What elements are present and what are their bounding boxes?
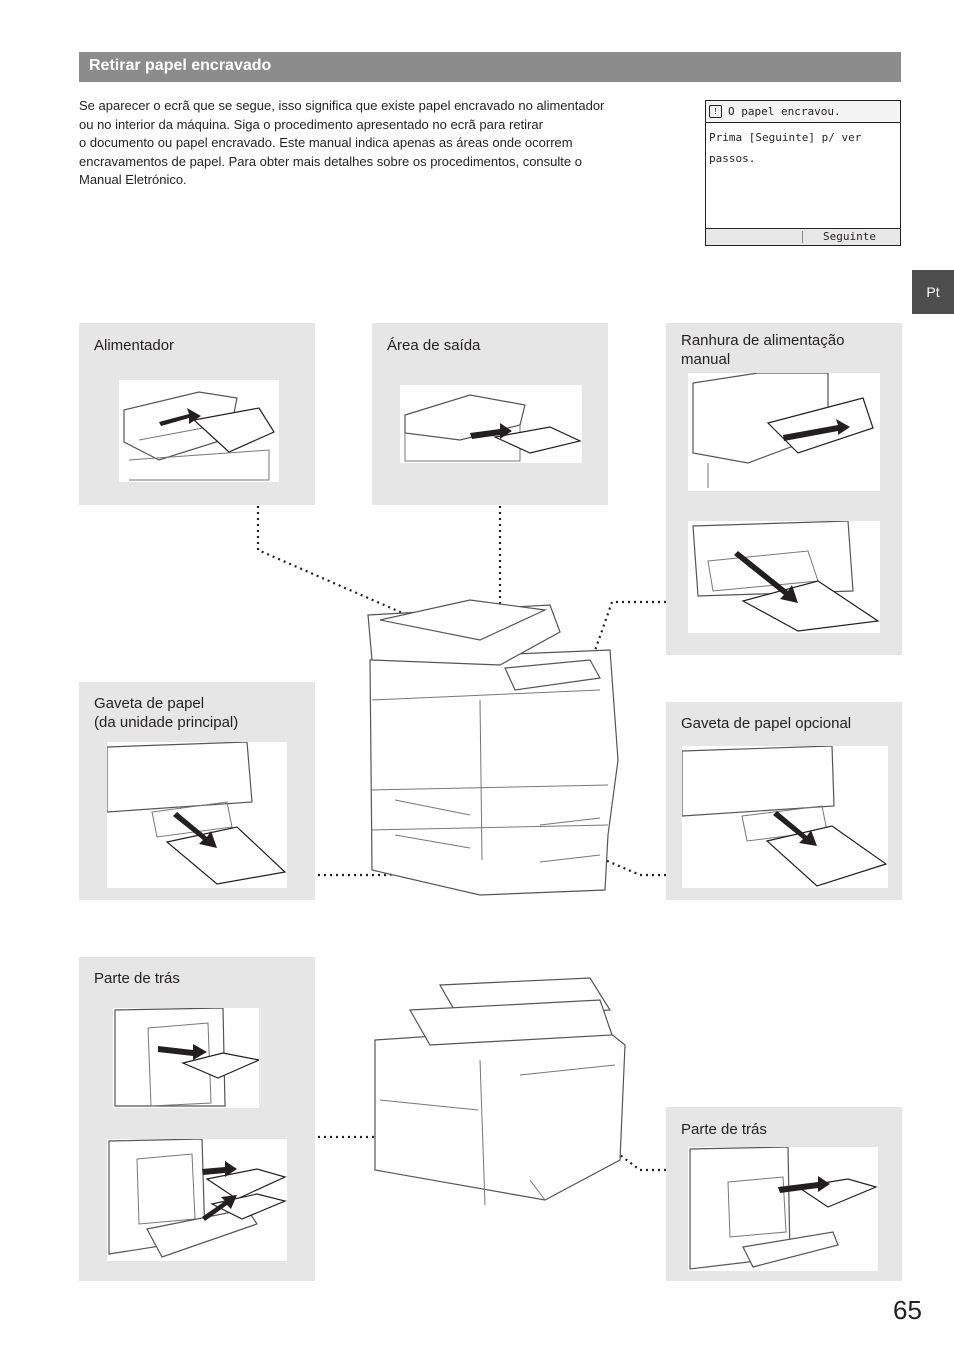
language-tab: Pt — [912, 270, 954, 314]
paper-drawer-main-illustration — [106, 741, 287, 888]
optional-drawer-illustration — [681, 745, 888, 888]
panel-label-line: Gaveta de papel — [94, 695, 205, 712]
feeder-illustration — [119, 380, 279, 482]
back-right-illustration — [688, 1146, 878, 1271]
section-title: Retirar papel encravado — [89, 57, 272, 74]
panel-label: Gaveta de papel (da unidade principal) — [94, 694, 238, 732]
lcd-divider — [802, 231, 803, 243]
panel-label-line: Ranhura de alimentação — [681, 332, 845, 349]
lcd-title-bar: ! O papel encravou. — [706, 101, 900, 123]
next-button[interactable]: Seguinte — [823, 230, 876, 243]
back-left-illustration-2 — [107, 1138, 287, 1261]
panel-label: Área de saída — [387, 337, 481, 354]
intro-line: Se aparecer o ecrã que se segue, isso si… — [79, 98, 605, 113]
intro-line: encravamentos de papel. Para obter mais … — [79, 153, 582, 169]
lcd-screen: ! O papel encravou. Prima [Seguinte] p/ … — [705, 100, 901, 246]
panel-paper-drawer-main: Gaveta de papel (da unidade principal) — [79, 682, 315, 900]
error-icon: ! — [709, 105, 722, 118]
intro-line: Manual Eletrónico. — [79, 172, 187, 187]
panel-label: Parte de trás — [681, 1121, 767, 1138]
panel-back-left: Parte de trás — [79, 957, 315, 1281]
panel-label: Ranhura de alimentação manual — [681, 331, 844, 369]
page-number: 65 — [893, 1295, 922, 1325]
intro-paragraph: Se aparecer o ecrã que se segue, isso si… — [79, 97, 679, 190]
output-illustration — [400, 385, 582, 463]
section-header: Retirar papel encravado — [79, 52, 901, 82]
panel-label: Parte de trás — [94, 970, 180, 987]
lcd-footer: Seguinte — [706, 228, 900, 245]
lcd-message: Prima [Seguinte] p/ ver passos. — [706, 123, 900, 231]
panel-optional-drawer: Gaveta de papel opcional — [666, 702, 902, 900]
manual-feed-illustration-2 — [688, 520, 880, 633]
intro-line: o documento ou papel encravado. Este man… — [79, 135, 573, 150]
panel-label-line: manual — [681, 351, 731, 368]
panel-output-area: Área de saída — [372, 323, 608, 505]
lcd-title: O papel encravou. — [728, 105, 841, 118]
lcd-line: passos. — [709, 152, 756, 165]
panel-label: Alimentador — [94, 337, 175, 354]
printer-front-illustration — [367, 599, 619, 896]
lcd-line: Prima [Seguinte] p/ ver — [709, 131, 862, 144]
back-left-illustration-1 — [113, 1007, 261, 1108]
panel-back-right: Parte de trás — [666, 1107, 902, 1281]
manual-feed-illustration-1 — [688, 372, 880, 491]
panel-feeder: Alimentador — [79, 323, 315, 505]
intro-line: ou no interior da máquina. Siga o proced… — [79, 116, 543, 132]
panel-manual-feed: Ranhura de alimentação manual — [666, 323, 902, 655]
printer-back-illustration — [374, 977, 626, 1206]
panel-label-line: (da unidade principal) — [94, 714, 239, 731]
panel-label: Gaveta de papel opcional — [681, 715, 852, 732]
